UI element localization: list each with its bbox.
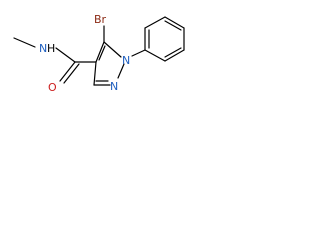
atom-label-n-amide: N: [39, 42, 47, 55]
molecule-structure-diagram: Br N H O N N: [0, 0, 216, 116]
bond-c4-c5-inner: [98, 45, 106, 61]
bond-c4-c5: [95, 41, 105, 63]
bond-carbonyl-o-2: [63, 63, 80, 84]
bond-n1-n2: [117, 63, 125, 79]
bond-ph-3: [164, 16, 185, 29]
structure-svg: Br N H O N N: [13, 13, 185, 94]
atom-label-n2: N: [110, 80, 118, 93]
bond-c3-c4: [93, 61, 97, 86]
atom-label-n1: N: [122, 54, 130, 67]
bond-carbonyl-o-1: [59, 61, 76, 82]
bond-ph-3-inner: [164, 20, 182, 31]
bond-ph-2: [144, 16, 166, 29]
bond-ph-5: [164, 49, 185, 62]
bond-c5-n1: [103, 41, 122, 58]
atom-label-br: Br: [94, 13, 107, 26]
bond-n-carbonyl: [55, 47, 76, 63]
bond-ph-6: [144, 49, 166, 62]
bond-ph-5-inner: [164, 47, 182, 58]
bond-n1-phenyl: [131, 49, 146, 57]
bond-methyl-n: [13, 37, 36, 48]
atom-label-o: O: [48, 81, 57, 94]
atom-label-h-amide: H: [47, 42, 55, 55]
